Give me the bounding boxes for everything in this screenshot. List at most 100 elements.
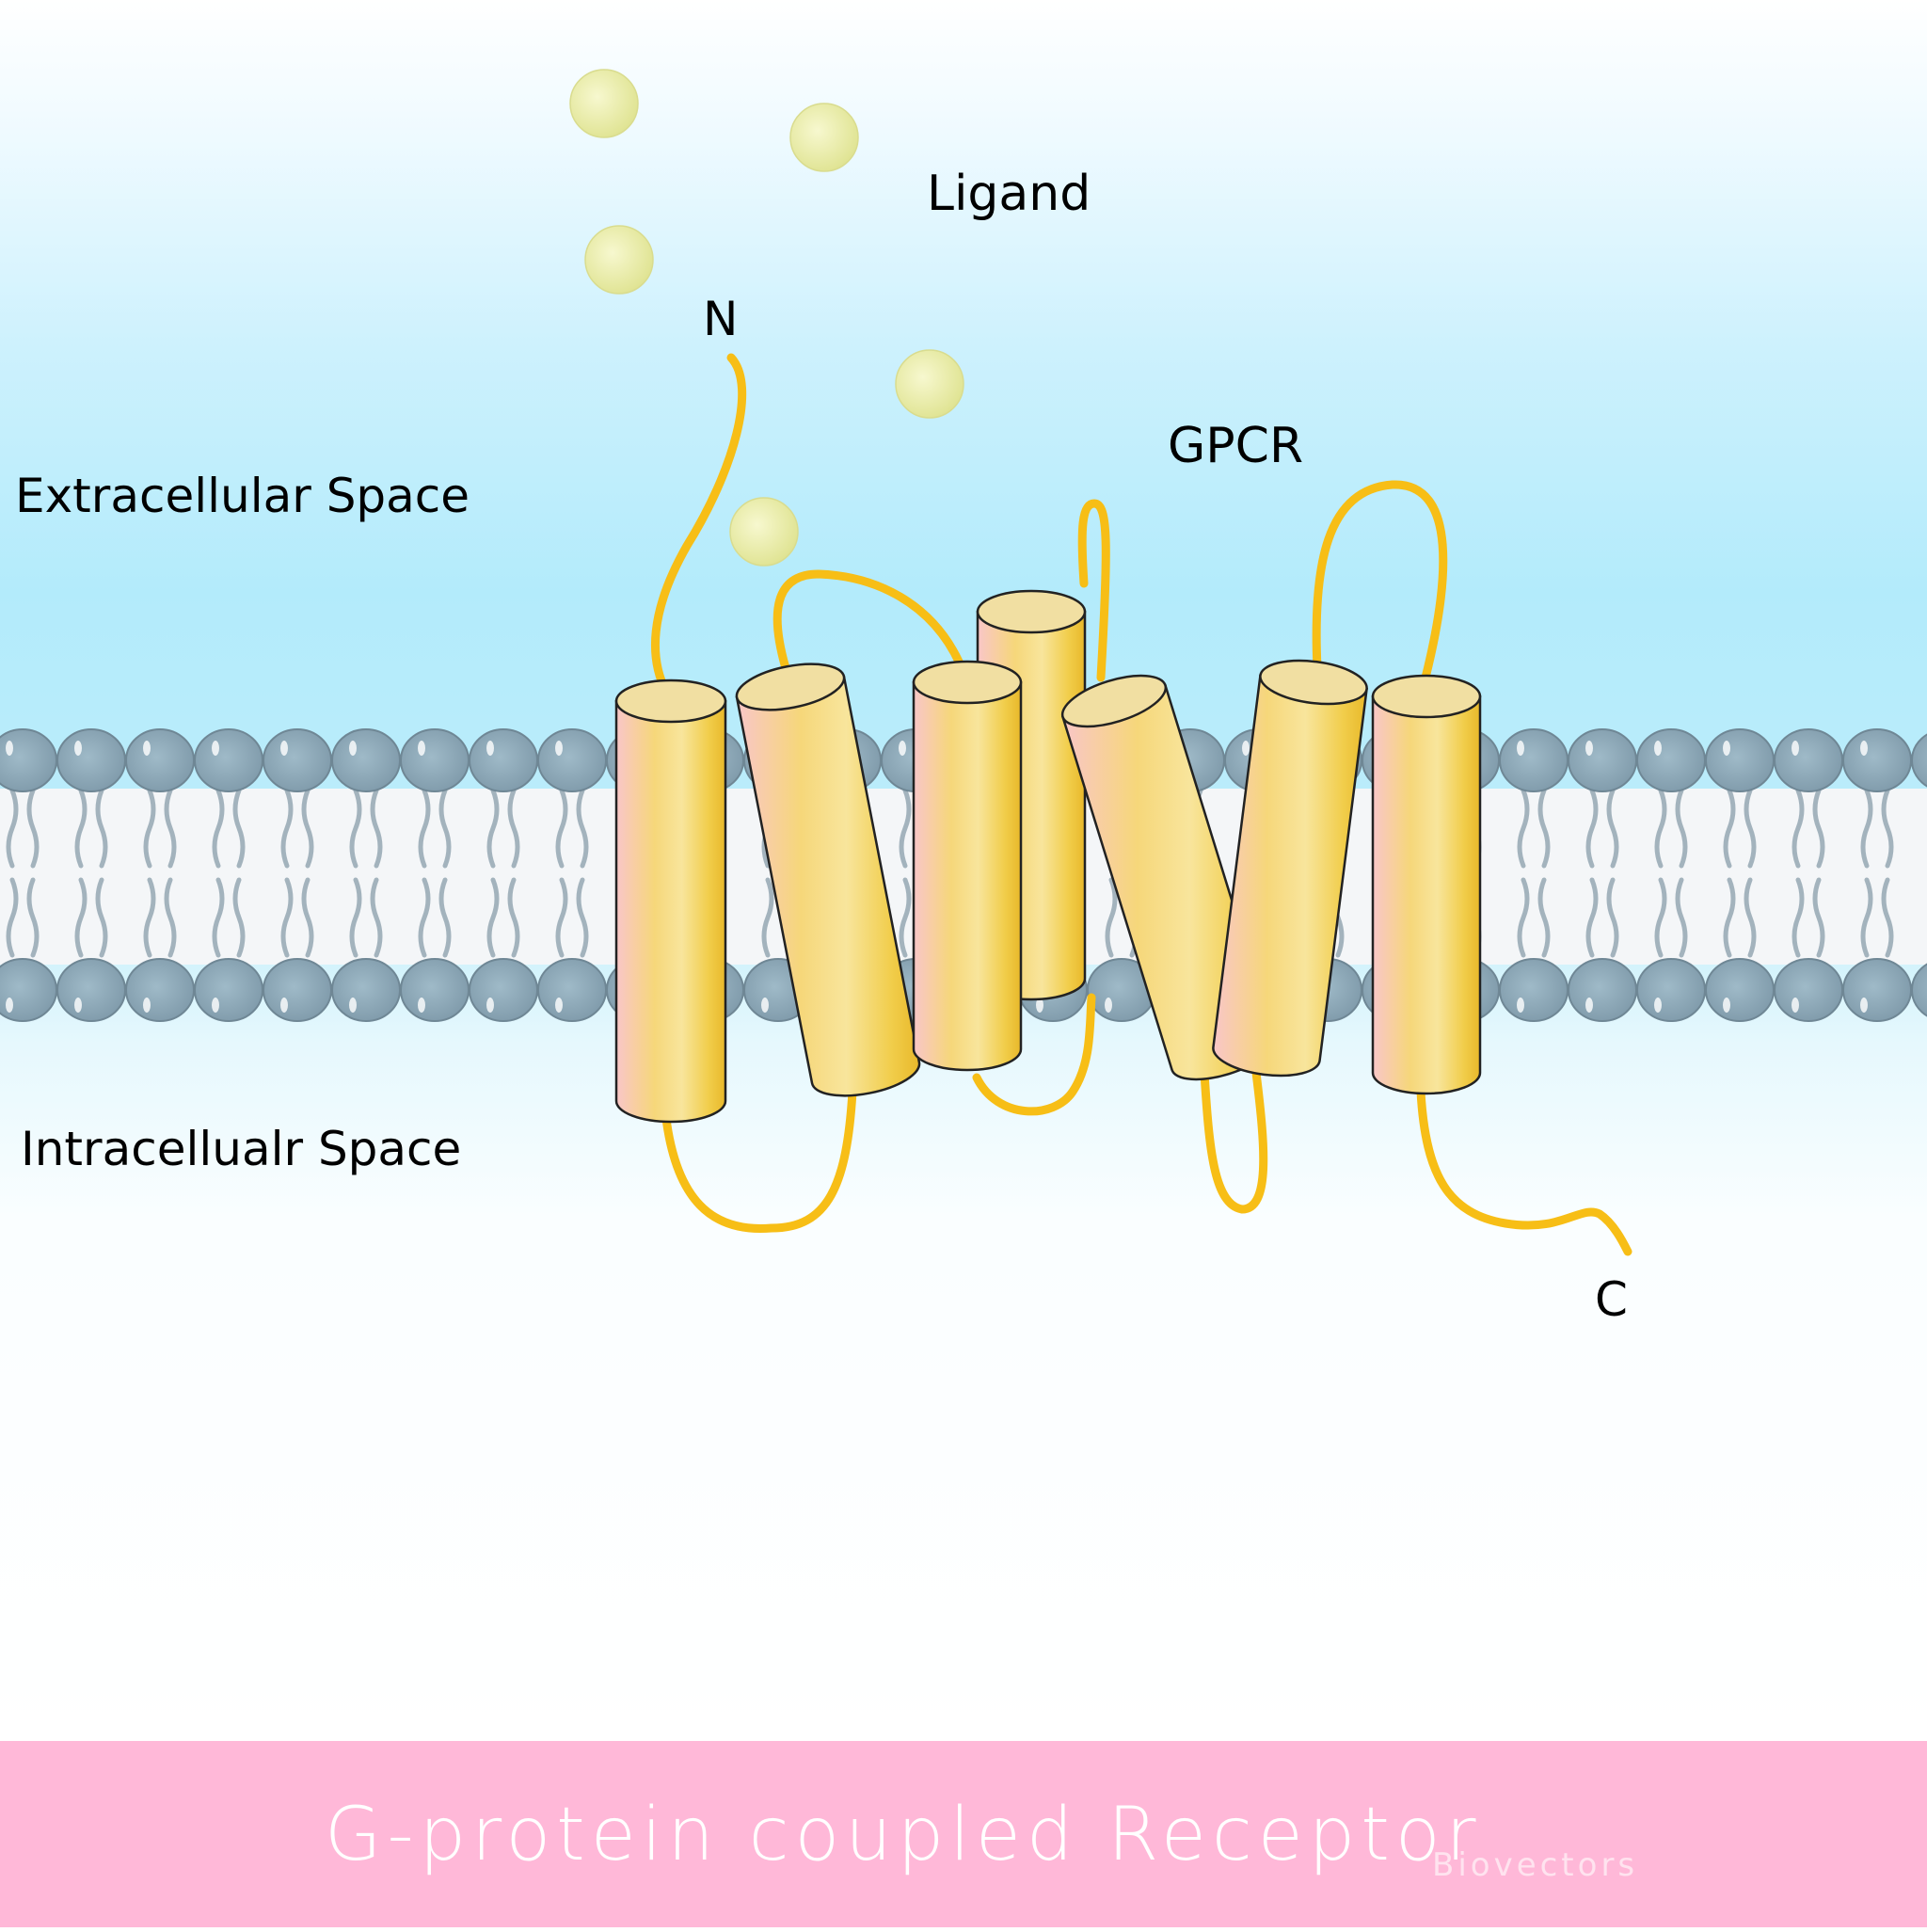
intracellular-loops	[660, 993, 1632, 1256]
gpcr-label: GPCR	[1168, 418, 1304, 474]
lipid-highlight	[1723, 741, 1730, 756]
n-terminus-label: N	[703, 292, 739, 346]
lipid-tail	[143, 788, 156, 958]
lipid-head	[56, 958, 126, 1022]
n-terminal-tail	[651, 353, 747, 696]
lipid-highlight	[555, 998, 563, 1013]
lipid-head	[331, 958, 401, 1022]
lipid-head	[1499, 728, 1569, 792]
helix	[912, 660, 1023, 1072]
lipid-head	[0, 728, 57, 792]
transmembrane-helices	[614, 589, 1482, 1124]
lipid-highlight	[1654, 998, 1662, 1013]
lipid-highlight	[1036, 998, 1043, 1013]
lipid-head	[1774, 728, 1843, 792]
lipid-tail	[1792, 788, 1805, 958]
lipid-highlight	[280, 741, 288, 756]
lipid-highlight	[74, 741, 82, 756]
helix-cap	[912, 660, 1023, 705]
lipid-tail	[1812, 788, 1825, 958]
phospholipid	[194, 728, 263, 1022]
lipid-highlight	[1517, 741, 1524, 756]
lipid-head	[263, 958, 332, 1022]
lipid-highlight	[1105, 998, 1112, 1013]
helix-body	[1212, 674, 1368, 1078]
lipid-tail	[164, 788, 177, 958]
lipid-highlight	[555, 741, 563, 756]
lipid-highlight	[486, 741, 494, 756]
lipid-head	[125, 728, 195, 792]
lipid-highlight	[1517, 998, 1524, 1013]
lipid-head	[537, 958, 607, 1022]
lipid-tail	[555, 788, 568, 958]
title-band	[0, 1741, 1927, 1927]
helix	[1212, 659, 1368, 1078]
lipid-head	[1911, 963, 1927, 1017]
lipid-head	[194, 958, 263, 1022]
lipid-tail	[6, 788, 19, 958]
phospholipid	[1705, 728, 1775, 1022]
lipid-head	[469, 958, 538, 1022]
ligands	[569, 69, 964, 567]
phospholipid	[1911, 733, 1927, 1017]
helix-cap	[976, 589, 1087, 634]
lipid-highlight	[899, 741, 906, 756]
lipid-highlight	[1723, 998, 1730, 1013]
lipid-head	[1911, 733, 1927, 788]
helix-cap	[1060, 674, 1168, 728]
lipid-tail	[486, 788, 500, 958]
ecl2-loop	[1077, 499, 1110, 682]
lipid-head	[331, 728, 401, 792]
lipid-tail	[576, 788, 589, 958]
lipid-head	[1842, 728, 1912, 792]
lipid-tail	[212, 788, 225, 958]
lipid-highlight	[1792, 741, 1799, 756]
helix	[1371, 674, 1482, 1095]
helix-body	[1371, 695, 1482, 1095]
lipid-tail	[507, 788, 520, 958]
lipid-head	[194, 728, 263, 792]
lipid-highlight	[418, 741, 425, 756]
lipid-head	[1705, 728, 1775, 792]
lipid-tail	[418, 788, 431, 958]
helix-body	[912, 680, 1023, 1072]
helix-cap	[614, 679, 727, 724]
ligand-molecule	[895, 349, 964, 419]
lipid-highlight	[143, 998, 151, 1013]
intracellular-space-label: Intracellualr Space	[21, 1122, 462, 1176]
lipid-tail	[1537, 788, 1551, 958]
helix	[735, 663, 921, 1097]
lipid-highlight	[761, 998, 769, 1013]
lipid-highlight	[418, 998, 425, 1013]
diagram-title: G-protein coupled Receptor	[325, 1793, 1482, 1877]
lipid-tail	[438, 788, 452, 958]
lipid-tail	[349, 788, 362, 958]
phospholipid	[1774, 728, 1843, 1022]
lipid-tail	[95, 788, 108, 958]
lipid-highlight	[74, 998, 82, 1013]
lipid-tail	[1606, 788, 1619, 958]
lipid-head	[263, 728, 332, 792]
lipid-tail	[26, 788, 40, 958]
lipid-highlight	[1860, 998, 1868, 1013]
phospholipid	[125, 728, 195, 1022]
lipid-tail	[1744, 788, 1757, 958]
phospholipid	[331, 728, 401, 1022]
lipid-tail	[301, 788, 314, 958]
phospholipid	[537, 728, 607, 1022]
lipid-head	[1568, 958, 1637, 1022]
lipid-highlight	[1242, 741, 1250, 756]
icl3-loop	[1200, 1068, 1268, 1214]
lipid-head	[56, 728, 126, 792]
lipid-head	[1568, 728, 1637, 792]
lipid-highlight	[486, 998, 494, 1013]
ecl1-loop	[772, 569, 964, 673]
lipid-head	[1774, 958, 1843, 1022]
lipid-highlight	[1585, 998, 1593, 1013]
phospholipid	[400, 728, 470, 1022]
lipid-head	[1705, 958, 1775, 1022]
lipid-tail	[280, 788, 294, 958]
lipid-head	[1842, 958, 1912, 1022]
